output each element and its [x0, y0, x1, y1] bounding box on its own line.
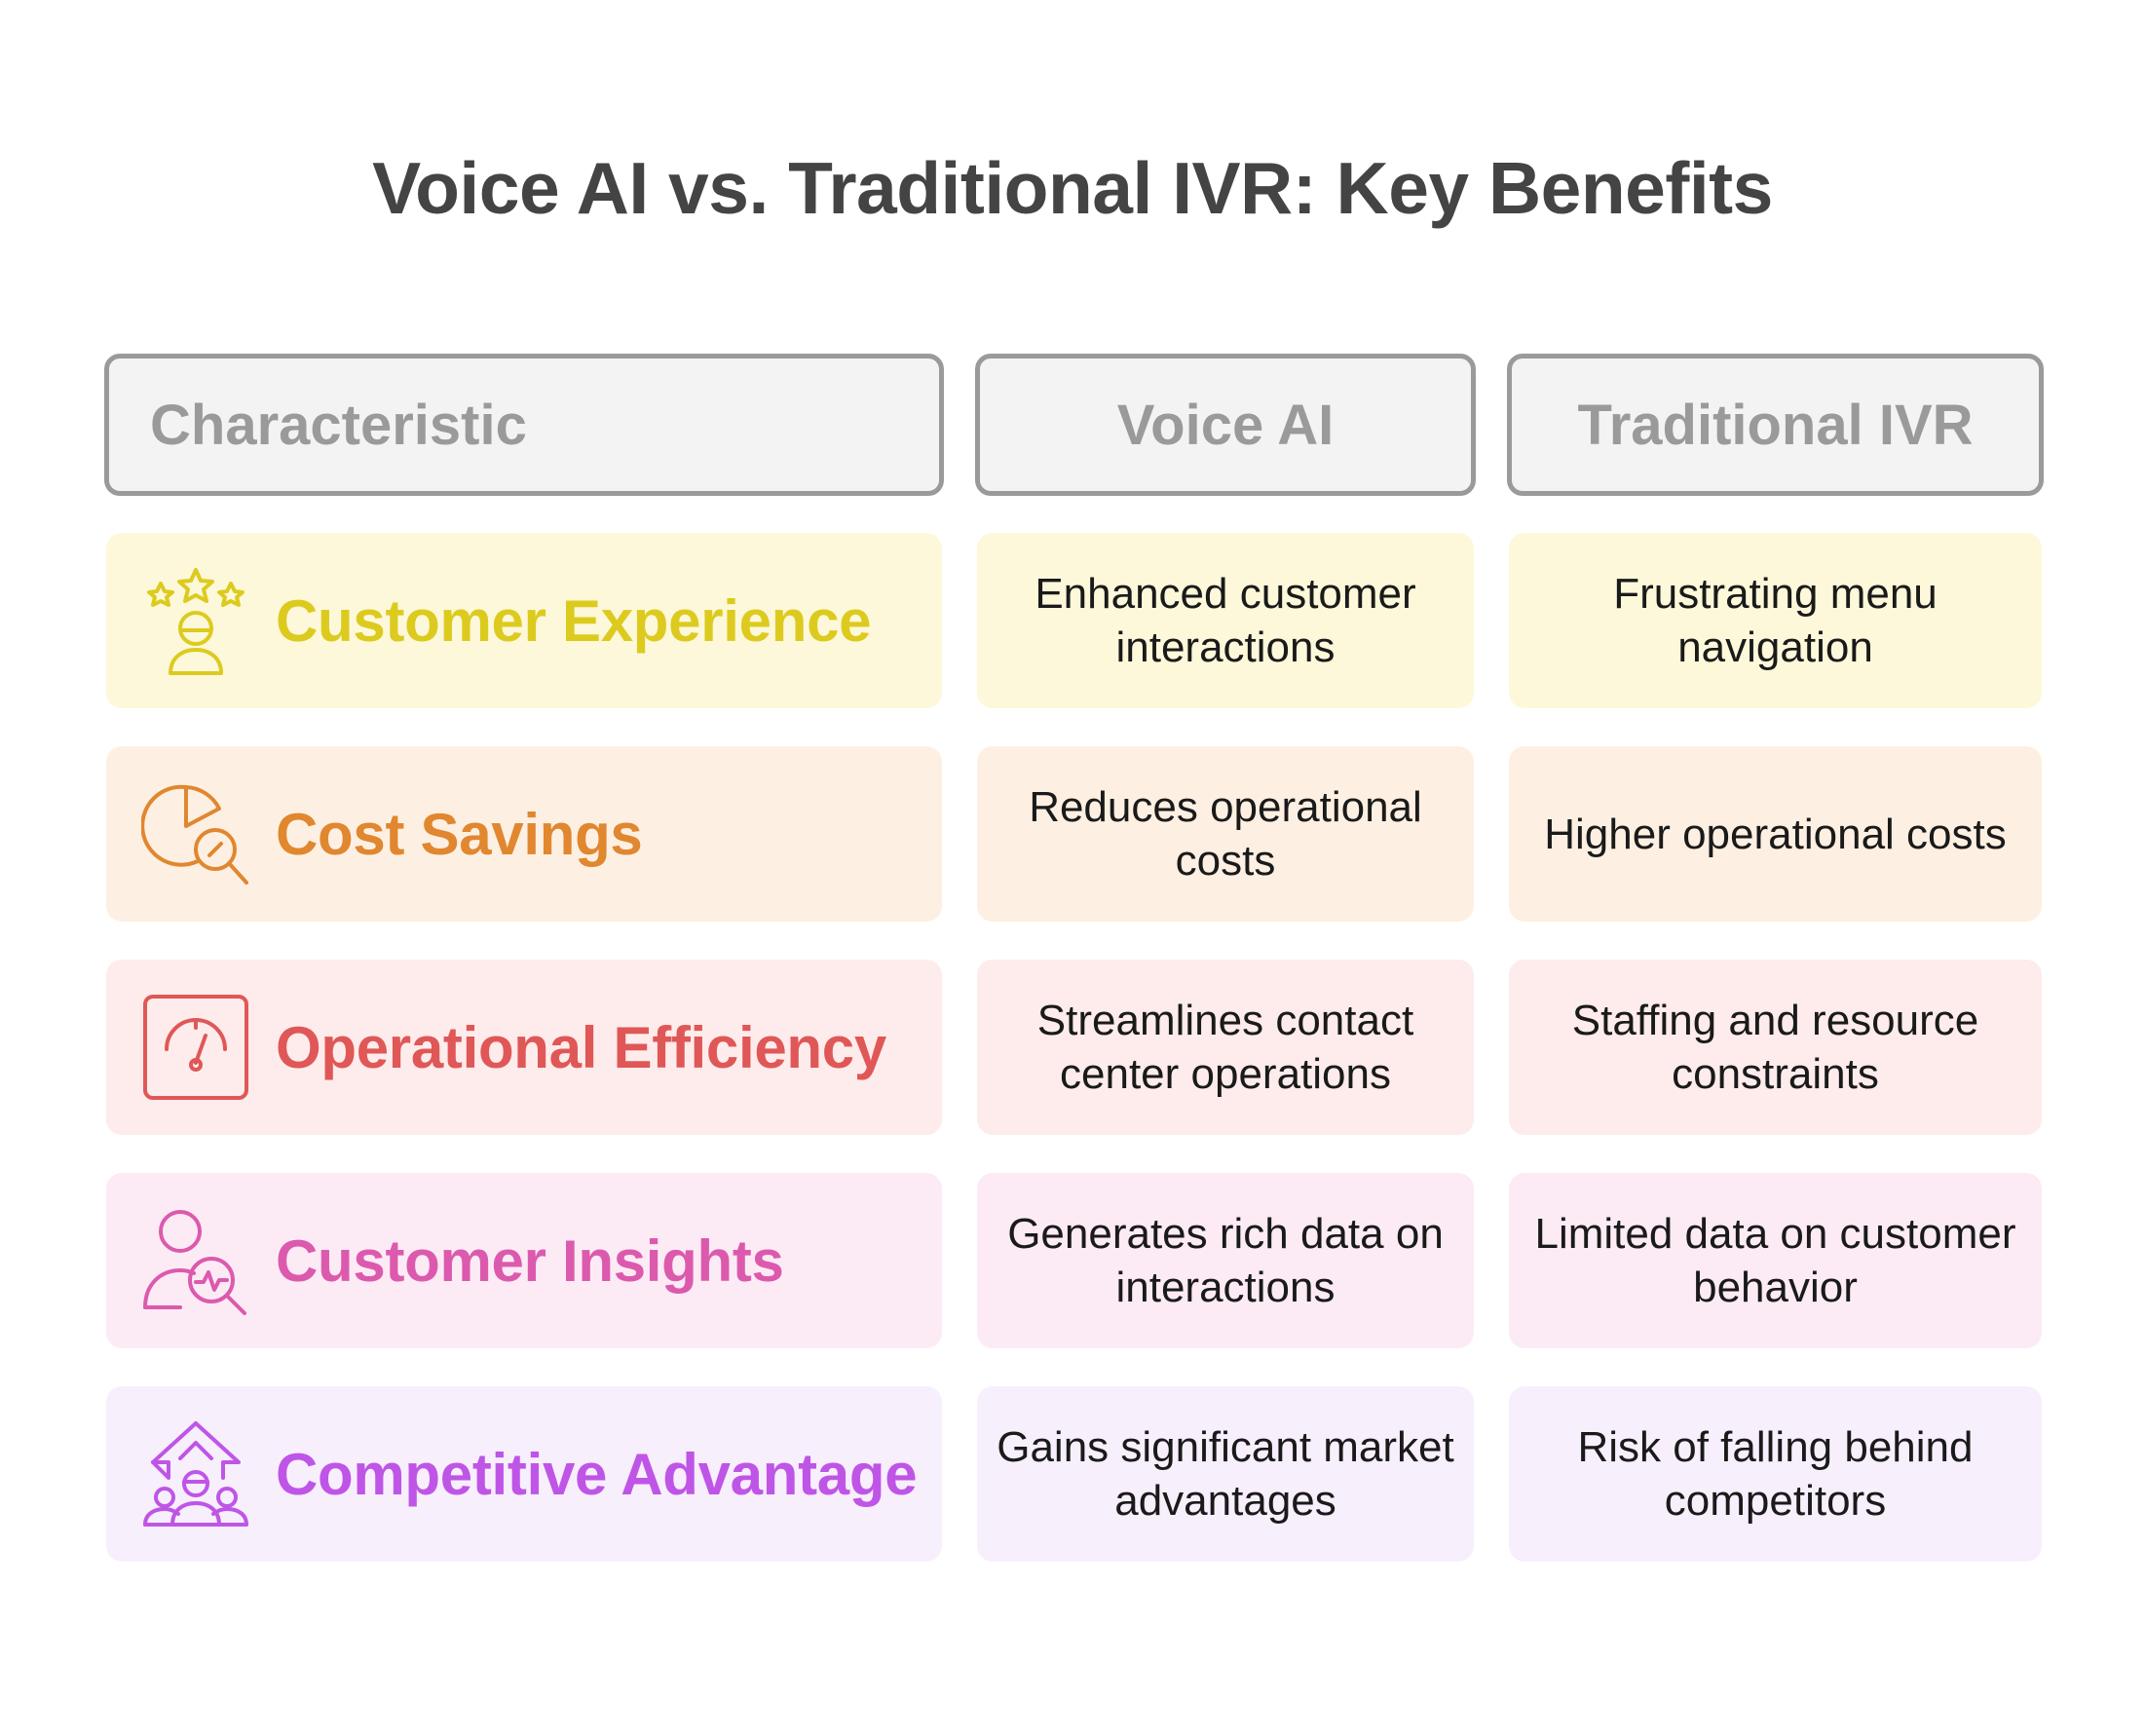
- competitive-advantage-icon: [141, 1419, 250, 1528]
- header-characteristic: Characteristic: [104, 354, 944, 496]
- voice-ai-text: Streamlines contact center operations: [1036, 997, 1414, 1098]
- row-label: Competitive Advantage: [276, 1441, 918, 1507]
- customer-insights-icon: [141, 1206, 250, 1315]
- voice-ai-text: Gains significant market advantages: [997, 1423, 1454, 1525]
- header-voice-ai: Voice AI: [975, 354, 1476, 496]
- ivr-text: Limited data on customer behavior: [1534, 1210, 2016, 1311]
- ivr-text: Higher operational costs: [1544, 810, 2007, 858]
- row-label: Cost Savings: [276, 801, 643, 867]
- row-customer-experience-ivr: Frustrating menu navigation: [1509, 533, 2042, 708]
- header-voice-ai-label: Voice AI: [1116, 393, 1335, 457]
- voice-ai-text: Enhanced customer interactions: [1035, 570, 1416, 671]
- row-cost-savings-voice-ai: Reduces operational costs: [977, 746, 1474, 922]
- row-label: Customer Experience: [276, 587, 872, 654]
- cost-savings-icon: [141, 779, 250, 888]
- customer-experience-icon: [141, 566, 250, 675]
- row-label: Customer Insights: [276, 1227, 784, 1294]
- row-customer-experience-voice-ai: Enhanced customer interactions: [977, 533, 1474, 708]
- row-operational-efficiency-characteristic: Operational Efficiency: [106, 960, 942, 1135]
- row-operational-efficiency-ivr: Staffing and resource constraints: [1509, 960, 2042, 1135]
- row-competitive-advantage-ivr: Risk of falling behind competitors: [1509, 1386, 2042, 1562]
- row-competitive-advantage-voice-ai: Gains significant market advantages: [977, 1386, 1474, 1562]
- row-cost-savings-characteristic: Cost Savings: [106, 746, 942, 922]
- row-customer-experience-characteristic: Customer Experience: [106, 533, 942, 708]
- voice-ai-text: Reduces operational costs: [1029, 783, 1422, 885]
- ivr-text: Risk of falling behind competitors: [1577, 1423, 1974, 1525]
- header-traditional-ivr: Traditional IVR: [1507, 354, 2044, 496]
- row-label: Operational Efficiency: [276, 1014, 886, 1080]
- ivr-text: Staffing and resource constraints: [1571, 997, 1979, 1098]
- efficiency-gauge-icon: [141, 993, 250, 1102]
- row-cost-savings-ivr: Higher operational costs: [1509, 746, 2042, 922]
- voice-ai-text: Generates rich data on interactions: [1007, 1210, 1444, 1311]
- row-customer-insights-characteristic: Customer Insights: [106, 1173, 942, 1348]
- header-traditional-ivr-label: Traditional IVR: [1577, 393, 1974, 457]
- row-customer-insights-ivr: Limited data on customer behavior: [1509, 1173, 2042, 1348]
- row-customer-insights-voice-ai: Generates rich data on interactions: [977, 1173, 1474, 1348]
- row-competitive-advantage-characteristic: Competitive Advantage: [106, 1386, 942, 1562]
- row-operational-efficiency-voice-ai: Streamlines contact center operations: [977, 960, 1474, 1135]
- header-characteristic-label: Characteristic: [150, 393, 527, 457]
- ivr-text: Frustrating menu navigation: [1613, 570, 1938, 671]
- page-title: Voice AI vs. Traditional IVR: Key Benefi…: [372, 147, 1773, 229]
